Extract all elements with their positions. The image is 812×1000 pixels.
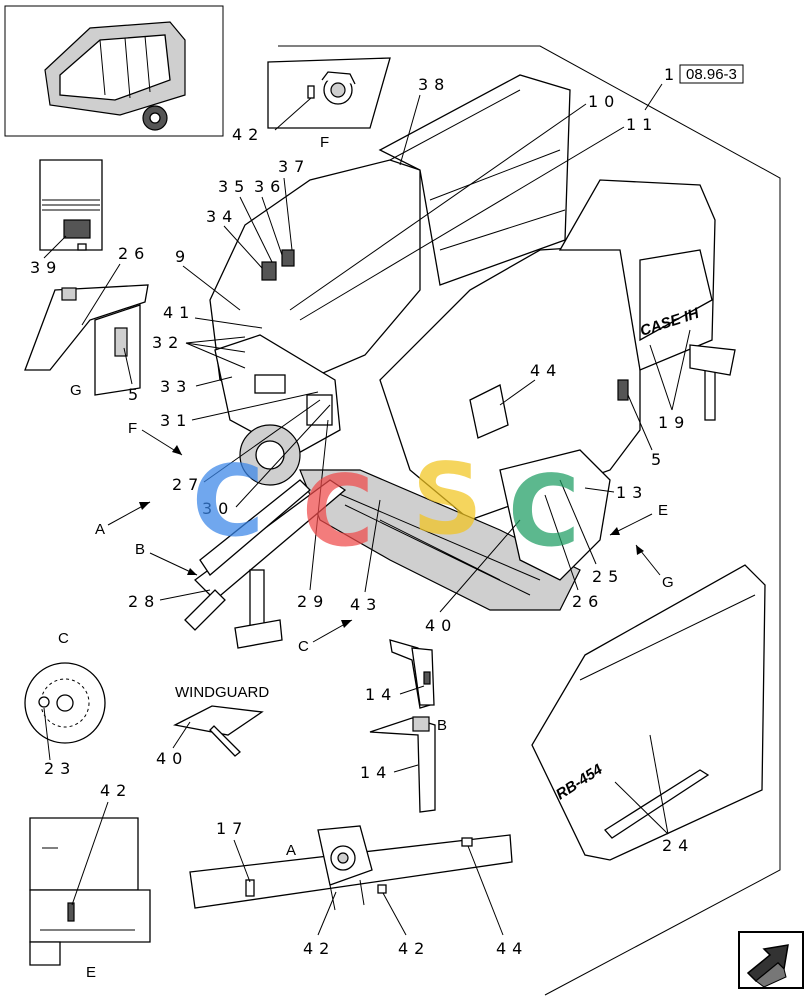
callout-24: 24 bbox=[662, 836, 694, 855]
watermark-letter-4: C bbox=[508, 455, 580, 569]
callout-32: 32 bbox=[152, 333, 184, 352]
view-letter-C-detail: C bbox=[58, 630, 69, 647]
callout-35: 35 bbox=[218, 177, 250, 196]
callout-43: 43 bbox=[350, 595, 382, 614]
view-arrow-G-label: G bbox=[662, 574, 674, 591]
callout-37: 37 bbox=[278, 157, 310, 176]
view-letter-A-detail: A bbox=[286, 842, 296, 859]
main-callouts: 38 10 11 35 36 37 34 9 41 32 33 31 27 30… bbox=[128, 75, 691, 635]
view-arrow-C-label: C bbox=[298, 638, 309, 655]
callout-40-windguard: 40 bbox=[156, 749, 188, 768]
detail-G: 26 5 G bbox=[24, 244, 150, 404]
detail-F: 42 F bbox=[232, 57, 391, 151]
watermark-letter-3: S bbox=[412, 443, 483, 557]
callout-40-main: 40 bbox=[425, 616, 457, 635]
view-arrow-E-label: E bbox=[658, 502, 668, 519]
callout-41: 41 bbox=[163, 303, 195, 322]
view-letter-G-detail: G bbox=[70, 382, 82, 399]
reference-code-box: 08.96-3 1 bbox=[664, 64, 744, 84]
callout-11: 11 bbox=[626, 115, 658, 134]
callout-9: 9 bbox=[175, 247, 191, 266]
detail-39: 39 bbox=[30, 159, 103, 277]
callout-1: 1 bbox=[664, 65, 680, 84]
callout-29: 29 bbox=[297, 592, 329, 611]
callout-10: 10 bbox=[588, 92, 620, 111]
callout-42-detail-F: 42 bbox=[232, 125, 264, 144]
view-letter-B-detail: B bbox=[437, 717, 447, 734]
callout-26-detail-G: 26 bbox=[118, 244, 150, 263]
callout-38: 38 bbox=[418, 75, 450, 94]
callout-44-detail-A: 44 bbox=[496, 939, 528, 958]
callout-42-detail-A-right: 42 bbox=[398, 939, 430, 958]
callout-42-detail-E: 42 bbox=[100, 781, 132, 800]
view-arrow-A-label: A bbox=[95, 521, 105, 538]
assembly-outline-1 bbox=[278, 45, 781, 996]
callout-5-detail-G: 5 bbox=[128, 385, 144, 404]
callout-14-lower: 14 bbox=[360, 763, 392, 782]
callout-42-detail-A-left: 42 bbox=[303, 939, 335, 958]
callout-28: 28 bbox=[128, 592, 160, 611]
detail-E: 42 E bbox=[29, 781, 151, 981]
side-panel-detail: RB-454 24 bbox=[531, 564, 766, 861]
view-arrow-F-label: F bbox=[128, 420, 137, 437]
view-arrows: F A B C E G bbox=[95, 420, 674, 655]
callout-36: 36 bbox=[254, 177, 286, 196]
callout-25: 25 bbox=[592, 567, 624, 586]
callout-14-upper: 14 bbox=[365, 685, 397, 704]
callout-17: 17 bbox=[216, 819, 248, 838]
callout-13: 13 bbox=[616, 483, 648, 502]
callout-5-main: 5 bbox=[651, 450, 667, 469]
watermark-letter-2: C bbox=[302, 455, 374, 569]
callout-33: 33 bbox=[160, 377, 192, 396]
view-letter-F-detail: F bbox=[320, 134, 329, 151]
callout-26-main: 26 bbox=[572, 592, 604, 611]
detail-14-and-B: 14 B 14 bbox=[360, 639, 447, 813]
watermark-letter-1: C bbox=[192, 445, 264, 559]
baler-main-body: CASE IH bbox=[184, 74, 736, 649]
watermark: C C S C bbox=[192, 443, 580, 569]
callout-39: 39 bbox=[30, 258, 62, 277]
callout-31: 31 bbox=[160, 411, 192, 430]
reference-code: 08.96-3 bbox=[686, 66, 737, 83]
view-arrow-B-label: B bbox=[135, 541, 145, 558]
detail-A: A 17 42 42 44 bbox=[189, 819, 528, 958]
next-page-arrow-icon[interactable] bbox=[738, 931, 804, 989]
callout-27: 27 bbox=[172, 475, 204, 494]
callout-30: 30 bbox=[202, 499, 234, 518]
detail-windguard: WINDGUARD 40 bbox=[156, 684, 269, 768]
callout-19: 19 bbox=[658, 413, 690, 432]
view-letter-E-detail: E bbox=[86, 964, 96, 981]
callout-44-main: 44 bbox=[530, 361, 562, 380]
windguard-label: WINDGUARD bbox=[175, 684, 269, 701]
callout-23: 23 bbox=[44, 759, 76, 778]
arrow-icon-graphic bbox=[746, 944, 789, 988]
thumbnail-box bbox=[4, 5, 224, 137]
detail-C: C 23 bbox=[24, 630, 106, 778]
callout-34: 34 bbox=[206, 207, 238, 226]
